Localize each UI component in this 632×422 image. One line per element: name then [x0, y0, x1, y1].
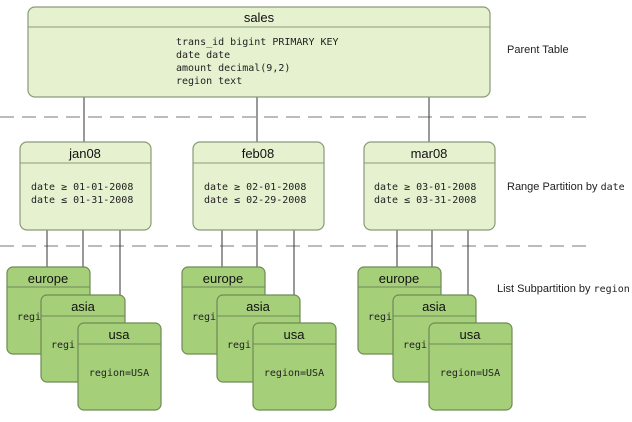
partition-title: feb08: [242, 146, 275, 161]
parent-column-line: amount decimal(9,2): [176, 63, 290, 74]
parent-column-line: trans_id bigint PRIMARY KEY: [176, 37, 339, 48]
subpartition-condition: regi: [368, 312, 392, 323]
parent-column-line: date date: [176, 50, 230, 61]
parent-table-title: sales: [244, 10, 275, 25]
parent-table-label: Parent Table: [507, 44, 569, 56]
subpartition-group: europe regi asia regi usa region=USA: [357, 266, 513, 411]
subpartition-group: europe regi asia regi usa region=USA: [181, 266, 337, 411]
partition-range-line: date ≥ 01-01-2008: [31, 182, 133, 193]
subpartition-title: usa: [284, 327, 306, 342]
subpartition-condition: regi: [227, 340, 251, 351]
subpartition-usa: usa region=USA: [77, 322, 162, 411]
list-subpartition-label: List Subpartition by region: [497, 283, 630, 295]
subpartition-title: europe: [28, 271, 68, 286]
partition-range-line: date ≥ 03-01-2008: [374, 182, 476, 193]
subpartition-condition: regi: [51, 340, 75, 351]
partition-title: jan08: [68, 146, 101, 161]
partition-range-line: date ≤ 01-31-2008: [31, 195, 133, 206]
parent-connectors: [83, 97, 430, 142]
subpartition-condition: regi: [17, 312, 41, 323]
partition-box: jan08 date ≥ 01-01-2008 date ≤ 01-31-200…: [19, 141, 152, 231]
range-partition-label: Range Partition by date: [507, 181, 625, 193]
partition-range-line: date ≤ 02-29-2008: [204, 195, 306, 206]
parent-column-line: region text: [176, 76, 242, 87]
subpartition-title: asia: [422, 299, 447, 314]
subpartition-condition: region=USA: [440, 368, 500, 379]
subpartition-title: asia: [71, 299, 96, 314]
subpartition-condition: region=USA: [89, 368, 149, 379]
subpartition-title: asia: [246, 299, 271, 314]
parent-table: sales trans_id bigint PRIMARY KEY date d…: [27, 6, 491, 98]
partition-title: mar08: [411, 146, 448, 161]
partition-box: feb08 date ≥ 02-01-2008 date ≤ 02-29-200…: [192, 141, 325, 231]
subpartition-condition: region=USA: [264, 368, 324, 379]
subpartition-title: europe: [203, 271, 243, 286]
subpartition-title: usa: [460, 327, 482, 342]
subpartition-title: europe: [379, 271, 419, 286]
subpartition-usa: usa region=USA: [252, 322, 337, 411]
subpartition-condition: regi: [403, 340, 427, 351]
subpartition-usa: usa region=USA: [428, 322, 513, 411]
partition-range-line: date ≤ 03-31-2008: [374, 195, 476, 206]
subpartition-condition: regi: [192, 312, 216, 323]
subpartition-group: europe regi asia regi usa region=USA: [6, 266, 162, 411]
subpartition-title: usa: [109, 327, 131, 342]
partition-range-line: date ≥ 02-01-2008: [204, 182, 306, 193]
partition-box: mar08 date ≥ 03-01-2008 date ≤ 03-31-200…: [363, 141, 496, 231]
